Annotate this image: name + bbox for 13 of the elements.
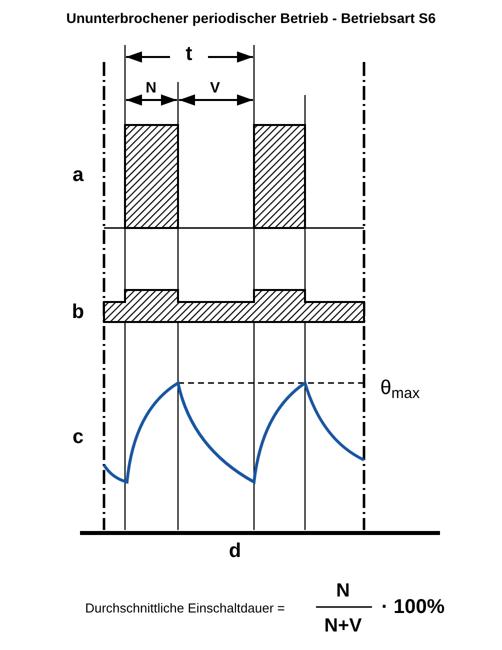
title: Ununterbrochener periodischer Betrieb - Betriebsart S6 [65, 9, 437, 28]
formula-text: Durchschnittliche Einschaltdauer = [85, 602, 285, 614]
dimension-label: N [146, 80, 156, 96]
denominator: N+V [324, 616, 362, 636]
dimension-label: V [210, 80, 220, 96]
numerator: N [336, 582, 350, 600]
row-label: c [72, 427, 84, 447]
formula-factor: · 100% [381, 597, 445, 617]
dimension-label: t [186, 44, 192, 64]
row-label: b [72, 302, 84, 322]
axis-label: d [228, 541, 242, 561]
row-label: a [72, 165, 84, 185]
max-temperature-label: θ$_{max}$ [380, 378, 420, 398]
